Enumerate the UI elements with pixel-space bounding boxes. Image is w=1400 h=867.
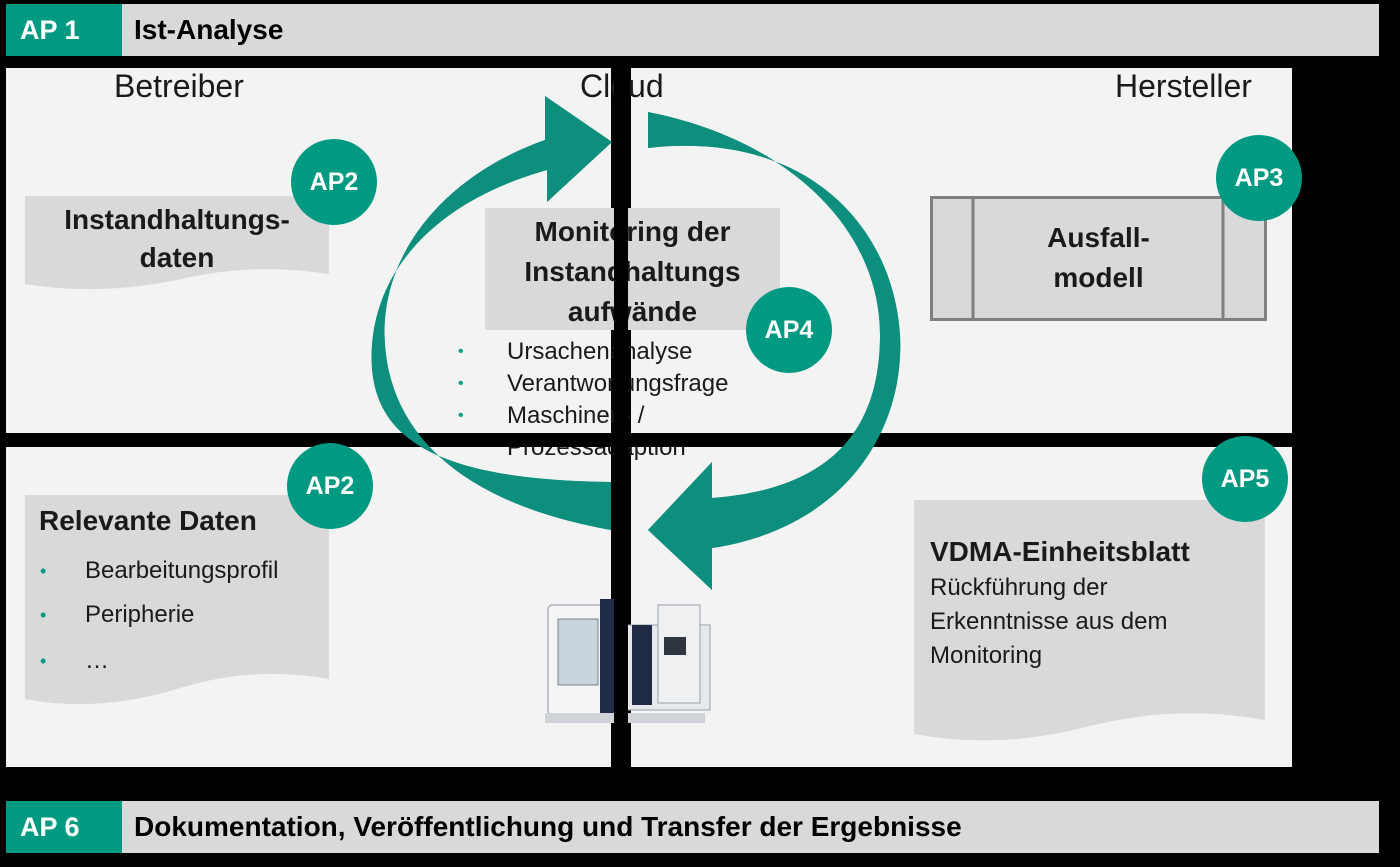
document-shape bbox=[25, 495, 329, 705]
relevant-data-title: Relevante Daten bbox=[39, 505, 257, 536]
vdma-title: VDMA-Einheitsblatt bbox=[930, 536, 1190, 567]
maintenance-data-line1: Instandhaltungs- bbox=[64, 204, 290, 235]
document-shape bbox=[914, 500, 1265, 741]
relevant-data-document: Relevante Daten bbox=[25, 495, 329, 717]
monitoring-title-line3: aufwände bbox=[567, 296, 698, 327]
monitoring-box bbox=[485, 208, 780, 330]
bullet-icon: • bbox=[458, 407, 464, 424]
bullet-icon: • bbox=[40, 651, 47, 671]
work-package-tag: AP 6 bbox=[6, 801, 122, 853]
machine-tool-image bbox=[545, 599, 711, 723]
bullet-icon: • bbox=[40, 561, 47, 581]
failure-model-line1: Ausfall- bbox=[1047, 222, 1150, 253]
failure-model-box: Ausfall- modell bbox=[930, 196, 1267, 321]
monitoring-title-line1: Monitoring der bbox=[534, 216, 731, 247]
maintenance-data-line2: daten bbox=[139, 242, 215, 273]
vdma-line2: Erkenntnisse aus dem bbox=[930, 608, 1168, 635]
failure-model-line2: modell bbox=[1053, 262, 1144, 293]
bullet-icon: • bbox=[40, 605, 47, 625]
list-item-label: Peripherie bbox=[85, 601, 195, 628]
heading-operator: Betreiber bbox=[114, 68, 244, 104]
vertical-divider bbox=[614, 68, 628, 448]
list-item-label: … bbox=[85, 647, 109, 674]
document-shape bbox=[25, 196, 329, 290]
vdma-document: VDMA-Einheitsblatt Rückführung der Erken… bbox=[914, 500, 1265, 750]
work-package-title: Dokumentation, Veröffentlichung und Tran… bbox=[134, 811, 962, 842]
work-package-title: Ist-Analyse bbox=[134, 14, 284, 45]
vdma-line1: Rückführung der bbox=[930, 574, 1108, 601]
list-item-label: Ursachenanalyse bbox=[507, 338, 693, 365]
heading-manufacturer: Hersteller bbox=[1115, 68, 1252, 104]
list-item-label: Bearbeitungsprofil bbox=[85, 557, 279, 584]
work-package-tag: AP 1 bbox=[6, 4, 122, 56]
monitoring-title-line2: Instandhaltungs bbox=[524, 256, 741, 287]
vdma-line3: Monitoring bbox=[930, 642, 1043, 669]
maintenance-data-document: Instandhaltungs- daten bbox=[25, 196, 329, 296]
vertical-divider bbox=[614, 447, 628, 767]
bullet-icon: • bbox=[458, 343, 464, 360]
ap3-badge: AP3 bbox=[1216, 135, 1302, 221]
process-shape bbox=[930, 196, 1267, 321]
ap2-bottom-badge: AP2 bbox=[287, 443, 373, 529]
ap5-badge: AP5 bbox=[1202, 436, 1288, 522]
footer-bar: AP 6 Dokumentation, Veröffentlichung und… bbox=[6, 801, 1379, 853]
bullet-icon: • bbox=[458, 375, 464, 392]
header-bar: AP 1 Ist-Analyse bbox=[6, 4, 1379, 56]
ap2-top-badge: AP2 bbox=[291, 139, 377, 225]
ap4-badge: AP4 bbox=[746, 287, 832, 373]
